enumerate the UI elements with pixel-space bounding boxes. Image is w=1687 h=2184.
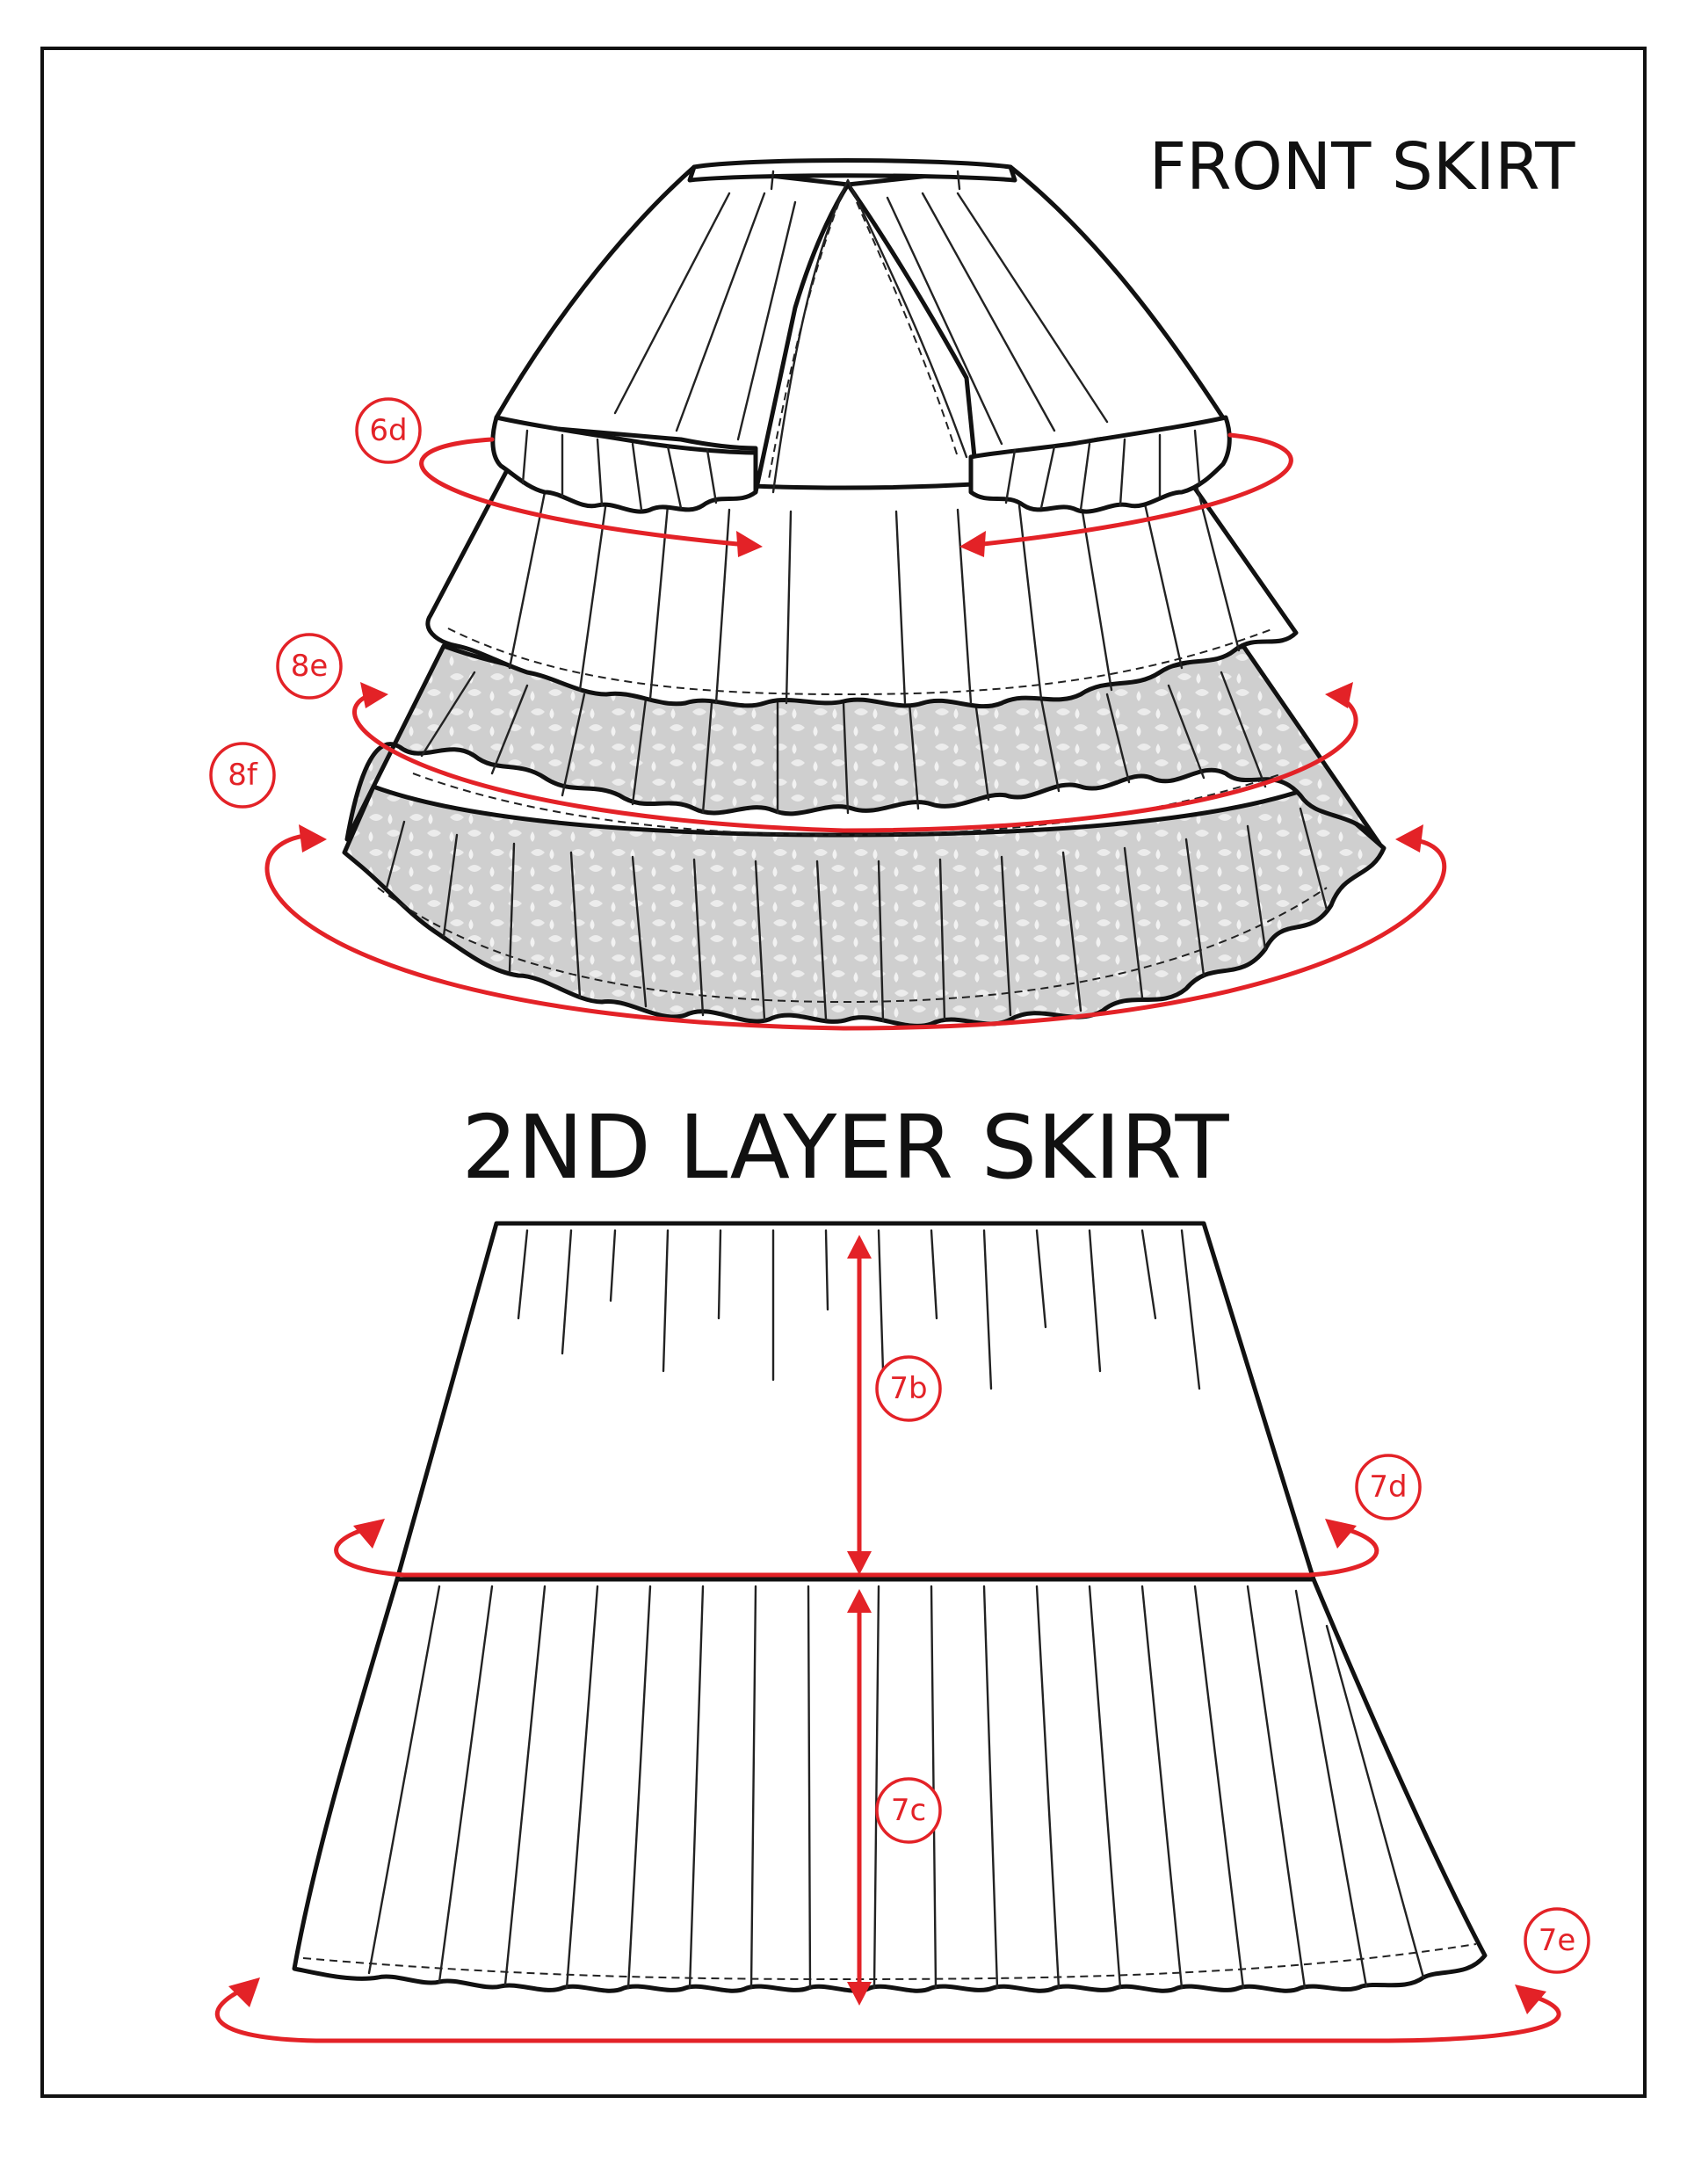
callout-badge-6d: 6d [355,397,422,464]
second-layer-top-tier-folds [517,1229,1201,1390]
front-overlay-right-panel [845,164,1228,468]
callout-label-6d: 6d [369,413,407,448]
front-ruffle-right [968,415,1232,514]
front-opening-stitch-left [768,201,840,480]
front-skirt-illustration [342,158,1387,1028]
callout-label-7d: 7d [1369,1469,1407,1505]
callout-badge-7c: 7c [875,1777,942,1844]
second-layer-bottom-tier-folds [367,1585,1425,1990]
callout-badge-7e: 7e [1524,1907,1590,1974]
page-border [40,47,1647,2098]
front-tier-2-folds [420,671,1267,815]
callout-label-8e: 8e [291,649,329,684]
front-opening-stitch-right [856,201,959,458]
callout-8f-measure [264,824,1447,1031]
second-layer-skirt-illustration [292,1221,1488,1993]
second-layer-hem-stitch [302,1943,1477,1981]
front-tier-1-hem-stitch [447,628,1275,696]
callout-7b-measure [847,1235,872,1575]
front-ruffle-left [490,415,758,514]
front-center-opening [771,178,968,494]
callout-label-7e: 7e [1539,1923,1576,1958]
callout-badge-7d: 7d [1355,1454,1422,1520]
callout-7e-measure [214,1977,1561,2043]
callout-7c-measure [847,1589,872,2006]
callout-label-8f: 8f [228,758,258,793]
callout-label-7c: 7c [891,1793,926,1828]
callout-8e-measure [352,682,1358,833]
front-ruffle-left-folds [521,429,718,512]
callout-badge-8e: 8e [276,633,343,700]
callout-badge-7b: 7b [875,1355,942,1422]
front-waistband [687,158,1017,183]
callout-6d-measure [419,432,1293,557]
second-layer-top-tier [395,1221,1316,1582]
callout-badge-8f: 8f [209,742,276,809]
front-skirt-title: FRONT SKIRT [1149,129,1576,205]
front-ruffle-right-folds [1004,429,1201,512]
second-layer-skirt-title: 2ND LAYER SKIRT [461,1096,1229,1199]
front-overlay-left-panel [494,164,851,495]
front-overlay-folds [613,170,1109,446]
callout-7d-measure [334,1519,1379,1578]
front-tier-3-folds [385,807,1329,1023]
front-tier-3-hem-stitch [377,887,1328,1004]
callout-label-7b: 7b [889,1371,927,1406]
